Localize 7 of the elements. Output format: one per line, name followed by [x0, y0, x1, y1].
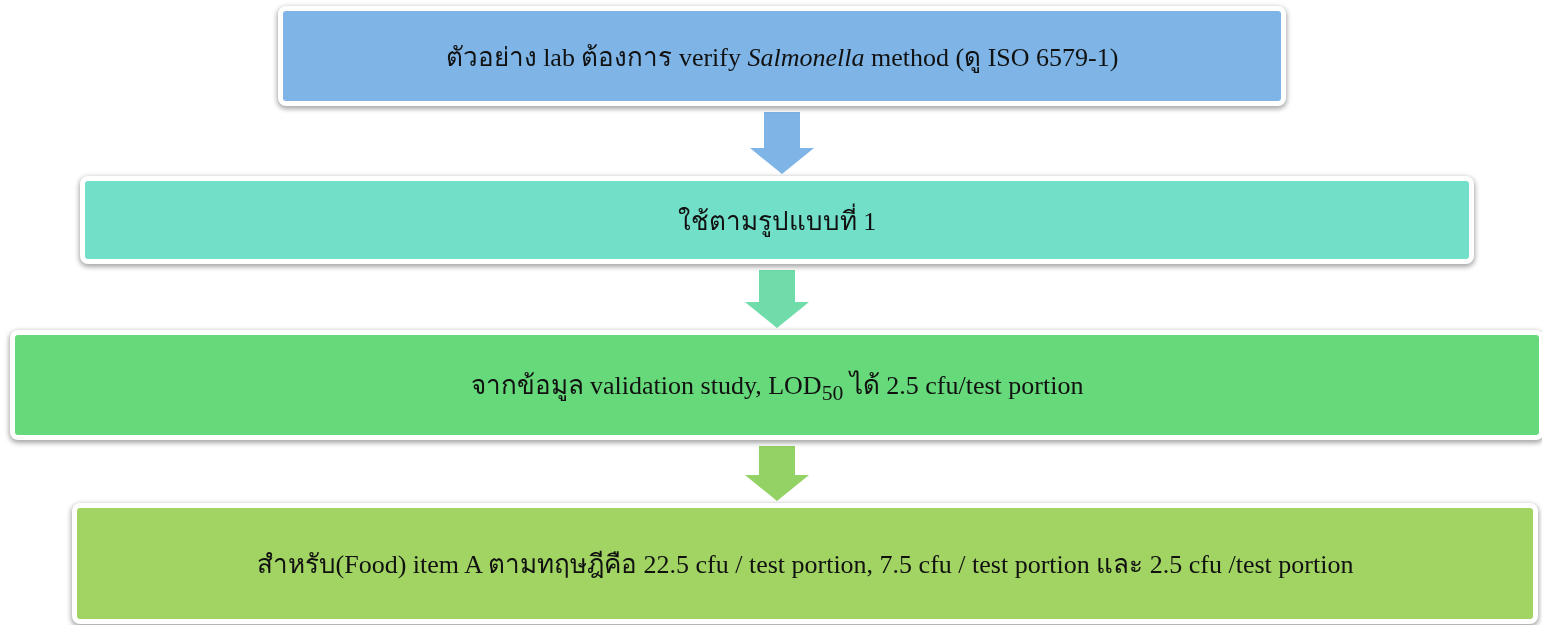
- block-arrow: [745, 270, 809, 328]
- step-text: ตัวอย่าง lab ต้องการ verify Salmonella method (ดู ISO 6579-1): [445, 41, 1119, 75]
- step-text: จากข้อมูล validation study, LOD$_{50}$ ได้ 2.5 cfu/test portion: [470, 369, 1084, 407]
- step-text: สำหรับ(Food) item A ตามทฤษฎีคือ 22.5 cfu / test portion, 7.5 cfu / test portion และ 2.5 cfu /test portion: [256, 549, 1354, 581]
- step-text: ใช้ตามรูปแบบที่ 1: [677, 199, 877, 241]
- block-arrow: [750, 112, 814, 174]
- block-arrow: [745, 446, 809, 501]
